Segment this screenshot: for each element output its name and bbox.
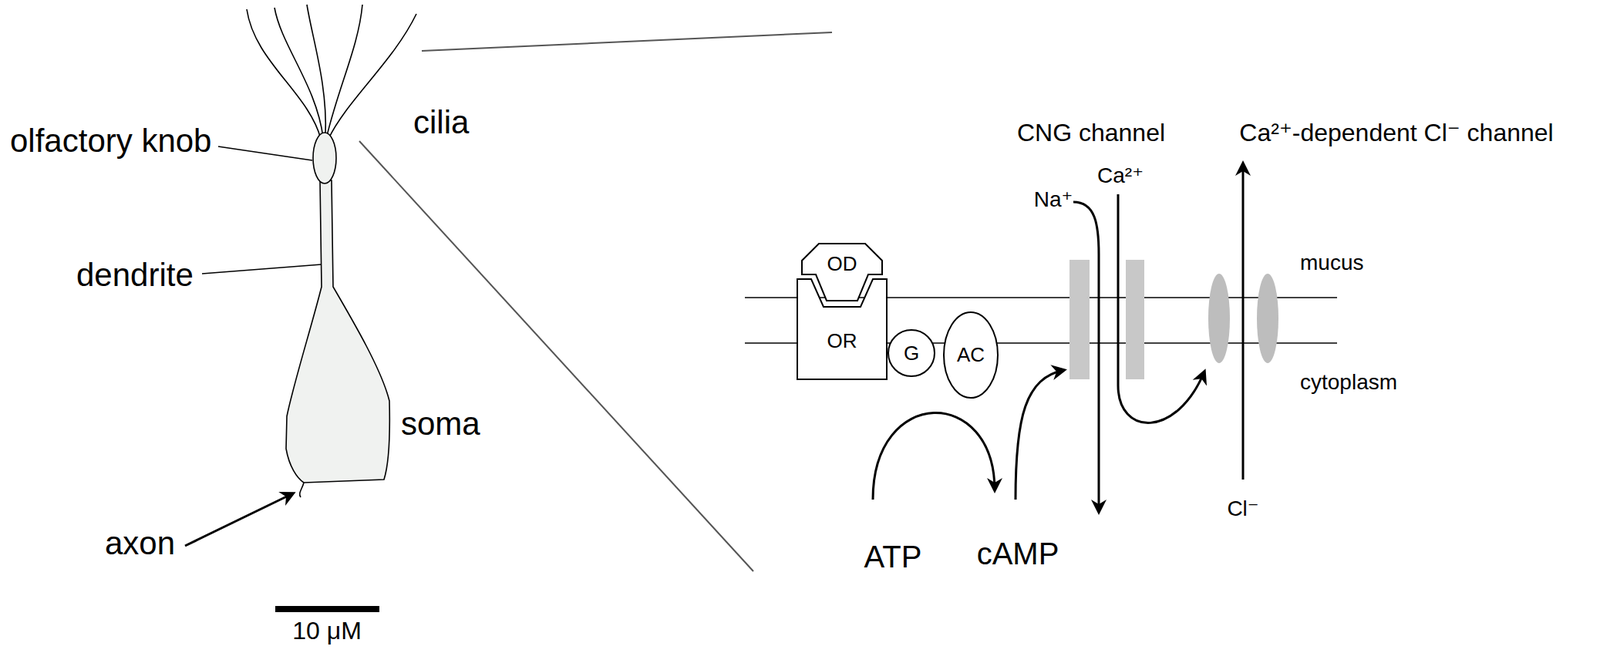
- olfactory-knob-outline: [313, 132, 337, 184]
- axon-pointer-arrow: [185, 493, 294, 546]
- cilium: [328, 13, 417, 139]
- cilium: [246, 9, 321, 139]
- sodium-influx-arrow: [1073, 202, 1099, 512]
- node-text: AC: [956, 344, 985, 365]
- part-label: soma: [400, 407, 481, 441]
- cilium: [274, 7, 324, 138]
- node-outline-path: [797, 279, 887, 380]
- part-label: dendrite: [76, 259, 194, 292]
- calcium-influx-arrow: [1118, 194, 1205, 423]
- cng-channel-subunit: [1125, 259, 1145, 380]
- scale-label: 10 μM: [292, 618, 362, 644]
- cng-channel-subunit: [1069, 259, 1090, 380]
- cilium: [306, 4, 326, 136]
- part-label: olfactory knob: [10, 124, 212, 158]
- part-label: axon: [104, 527, 176, 560]
- zoom-line: [421, 32, 832, 51]
- cilia-drawing: [246, 4, 417, 139]
- compartment-label: mucus: [1300, 252, 1364, 274]
- leader-line: [218, 146, 313, 161]
- soma-dendrite-outline: [286, 180, 390, 483]
- molecule-label: ATP: [864, 541, 923, 573]
- axon-stub: [299, 482, 304, 498]
- g-protein-circle: G: [888, 330, 935, 377]
- molecule-label: cAMP: [976, 538, 1060, 570]
- part-label: cilia: [413, 106, 469, 139]
- chloride-efflux-arrow: [1242, 163, 1245, 480]
- adenylyl-cyclase-ellipse: AC: [943, 312, 998, 398]
- node-outline-ellipse: [943, 312, 998, 398]
- node-outline-ellipse: [888, 330, 935, 377]
- atp-conversion-arrow: [872, 412, 995, 500]
- ion-label: Na⁺: [1034, 188, 1074, 211]
- node-outline: [797, 279, 887, 380]
- camp-binding-arrow: [1015, 370, 1065, 500]
- ion-label: Ca²⁺: [1097, 165, 1144, 187]
- channel-label: Ca²⁺-dependent Cl⁻ channel: [1239, 120, 1553, 145]
- node-text: OR: [827, 330, 858, 351]
- scale-bar: [275, 606, 380, 613]
- cl-channel-subunit: [1256, 273, 1279, 364]
- leader-line: [202, 264, 322, 274]
- zoom-line: [359, 141, 754, 572]
- ion-label: Cl⁻: [1226, 498, 1259, 520]
- node-text: G: [903, 343, 920, 364]
- node-text: OD: [827, 253, 858, 274]
- channel-label: CNG channel: [1017, 120, 1166, 145]
- cilium: [326, 4, 363, 136]
- receptor-box: OR: [797, 279, 887, 380]
- cl-channel-subunit: [1208, 273, 1230, 364]
- compartment-label: cytoplasm: [1300, 371, 1398, 394]
